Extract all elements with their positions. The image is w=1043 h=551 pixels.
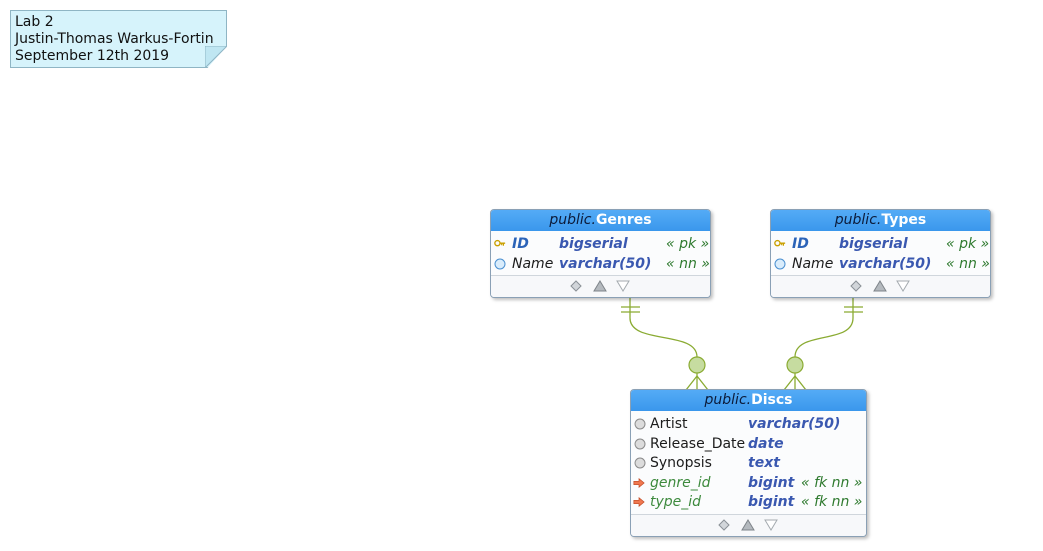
note-fold-corner — [205, 46, 227, 68]
column-name: type_id — [650, 494, 702, 510]
note-line-date: September 12th 2019 — [15, 48, 170, 64]
column-name: Release_Date — [650, 435, 746, 452]
column-constraint: « nn » — [946, 255, 990, 272]
column-constraint: « fk nn » — [801, 474, 863, 491]
column-icon — [634, 418, 646, 430]
column-name: Artist — [650, 416, 688, 432]
column-row-type-id[interactable]: type_id bigint « fk nn » — [631, 493, 866, 513]
column-row-name[interactable]: Name varchar(50) « nn » — [771, 255, 990, 275]
column-row-synopsis[interactable]: Synopsis text — [631, 454, 866, 474]
column-type: date — [748, 435, 784, 452]
column-row-name[interactable]: Name varchar(50) « nn » — [491, 255, 710, 275]
table-name: Types — [881, 212, 927, 228]
column-name: ID — [792, 236, 809, 252]
diamond-icon[interactable] — [717, 519, 731, 531]
primary-key-icon — [494, 239, 506, 247]
column-type: varchar(50) — [559, 255, 652, 272]
diagram-note[interactable]: Lab 2 Justin-Thomas Warkus-Fortin Septem… — [10, 10, 227, 68]
types-discs-relationship[interactable] — [783, 298, 863, 391]
entity-genres[interactable]: public.Genres ID bigserial « pk » Name v… — [490, 209, 711, 298]
entity-header: public.Discs — [631, 390, 866, 411]
note-line-author: Justin-Thomas Warkus-Fortin — [15, 31, 214, 47]
primary-key-icon — [774, 239, 786, 247]
entity-header: public.Genres — [491, 210, 710, 231]
genres-discs-relationship[interactable] — [621, 298, 709, 391]
expand-down-icon[interactable] — [616, 280, 630, 292]
diamond-icon[interactable] — [849, 280, 863, 292]
collapse-up-icon[interactable] — [873, 280, 887, 292]
column-type: varchar(50) — [748, 416, 841, 432]
note-line-title: Lab 2 — [15, 14, 54, 30]
column-type: bigserial — [559, 236, 628, 252]
column-constraint: « pk » — [666, 236, 710, 252]
column-icon — [634, 457, 646, 469]
entity-types[interactable]: public.Types ID bigserial « pk » Name va… — [770, 209, 991, 298]
column-row-id[interactable]: ID bigserial « pk » — [771, 235, 990, 255]
entity-footer — [771, 275, 990, 297]
foreign-key-icon — [633, 477, 645, 488]
schema-name: public. — [704, 392, 752, 408]
column-name: genre_id — [650, 474, 711, 491]
entity-discs[interactable]: public.Discs Artist varchar(50) Release_… — [630, 389, 867, 537]
entity-header: public.Types — [771, 210, 990, 231]
column-constraint: « pk » — [946, 236, 990, 252]
column-row-artist[interactable]: Artist varchar(50) — [631, 415, 866, 435]
table-name: Discs — [751, 392, 793, 408]
column-constraint: « nn » — [666, 255, 710, 272]
column-name: Name — [792, 255, 834, 272]
column-row-genre-id[interactable]: genre_id bigint « fk nn » — [631, 474, 866, 494]
column-row-release-date[interactable]: Release_Date date — [631, 435, 866, 455]
column-constraint: « fk nn » — [801, 494, 863, 510]
entity-footer — [631, 514, 866, 536]
foreign-key-icon — [633, 496, 645, 508]
column-name: Synopsis — [650, 455, 712, 471]
not-null-column-icon — [494, 258, 506, 269]
expand-down-icon[interactable] — [764, 519, 778, 531]
diamond-icon[interactable] — [569, 280, 583, 292]
table-name: Genres — [595, 212, 652, 228]
entity-footer — [491, 275, 710, 297]
expand-down-icon[interactable] — [896, 280, 910, 292]
schema-name: public. — [834, 212, 882, 228]
column-type: varchar(50) — [839, 255, 932, 272]
column-type: bigint — [748, 494, 795, 510]
column-name: Name — [512, 255, 554, 272]
collapse-up-icon[interactable] — [593, 280, 607, 292]
column-type: bigserial — [839, 236, 908, 252]
not-null-column-icon — [774, 258, 786, 269]
column-icon — [634, 438, 646, 449]
column-type: bigint — [748, 474, 795, 491]
column-name: ID — [512, 236, 529, 252]
column-type: text — [748, 455, 780, 471]
schema-name: public. — [549, 212, 596, 228]
collapse-up-icon[interactable] — [741, 519, 755, 531]
column-row-id[interactable]: ID bigserial « pk » — [491, 235, 710, 255]
